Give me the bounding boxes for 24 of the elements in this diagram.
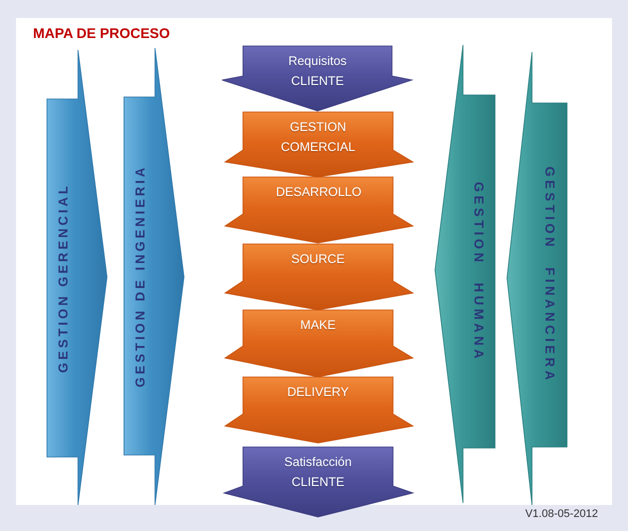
process-step — [222, 46, 412, 111]
band-label: GESTION FINANCIERA — [542, 166, 557, 384]
support-process-band — [47, 50, 107, 505]
step-label: Requisitos CLIENTE — [287, 53, 348, 90]
step-label: SOURCE — [291, 251, 345, 268]
band-label: GESTION GERENCIAL — [55, 183, 70, 373]
diagram-title: MAPA DE PROCESO — [33, 25, 170, 41]
process-step — [225, 112, 413, 177]
step-label: MAKE — [300, 317, 336, 334]
process-step — [224, 447, 413, 517]
support-process-band — [507, 52, 567, 505]
step-label: Satisfacción CLIENTE — [283, 454, 353, 491]
band-label: GESTION HUMANA — [472, 181, 486, 362]
version-label: V1.08-05-2012 — [525, 508, 598, 521]
process-step — [225, 377, 413, 443]
process-step — [225, 310, 413, 377]
process-step — [225, 244, 413, 310]
process-step — [225, 177, 413, 243]
support-process-band — [435, 45, 495, 503]
band-label: GESTION DE INGENIERIA — [132, 164, 147, 388]
step-label: DESARROLLO — [276, 184, 360, 201]
step-label: DELIVERY — [287, 384, 349, 401]
support-process-band — [124, 48, 184, 505]
step-label: GESTION COMERCIAL — [280, 119, 356, 156]
